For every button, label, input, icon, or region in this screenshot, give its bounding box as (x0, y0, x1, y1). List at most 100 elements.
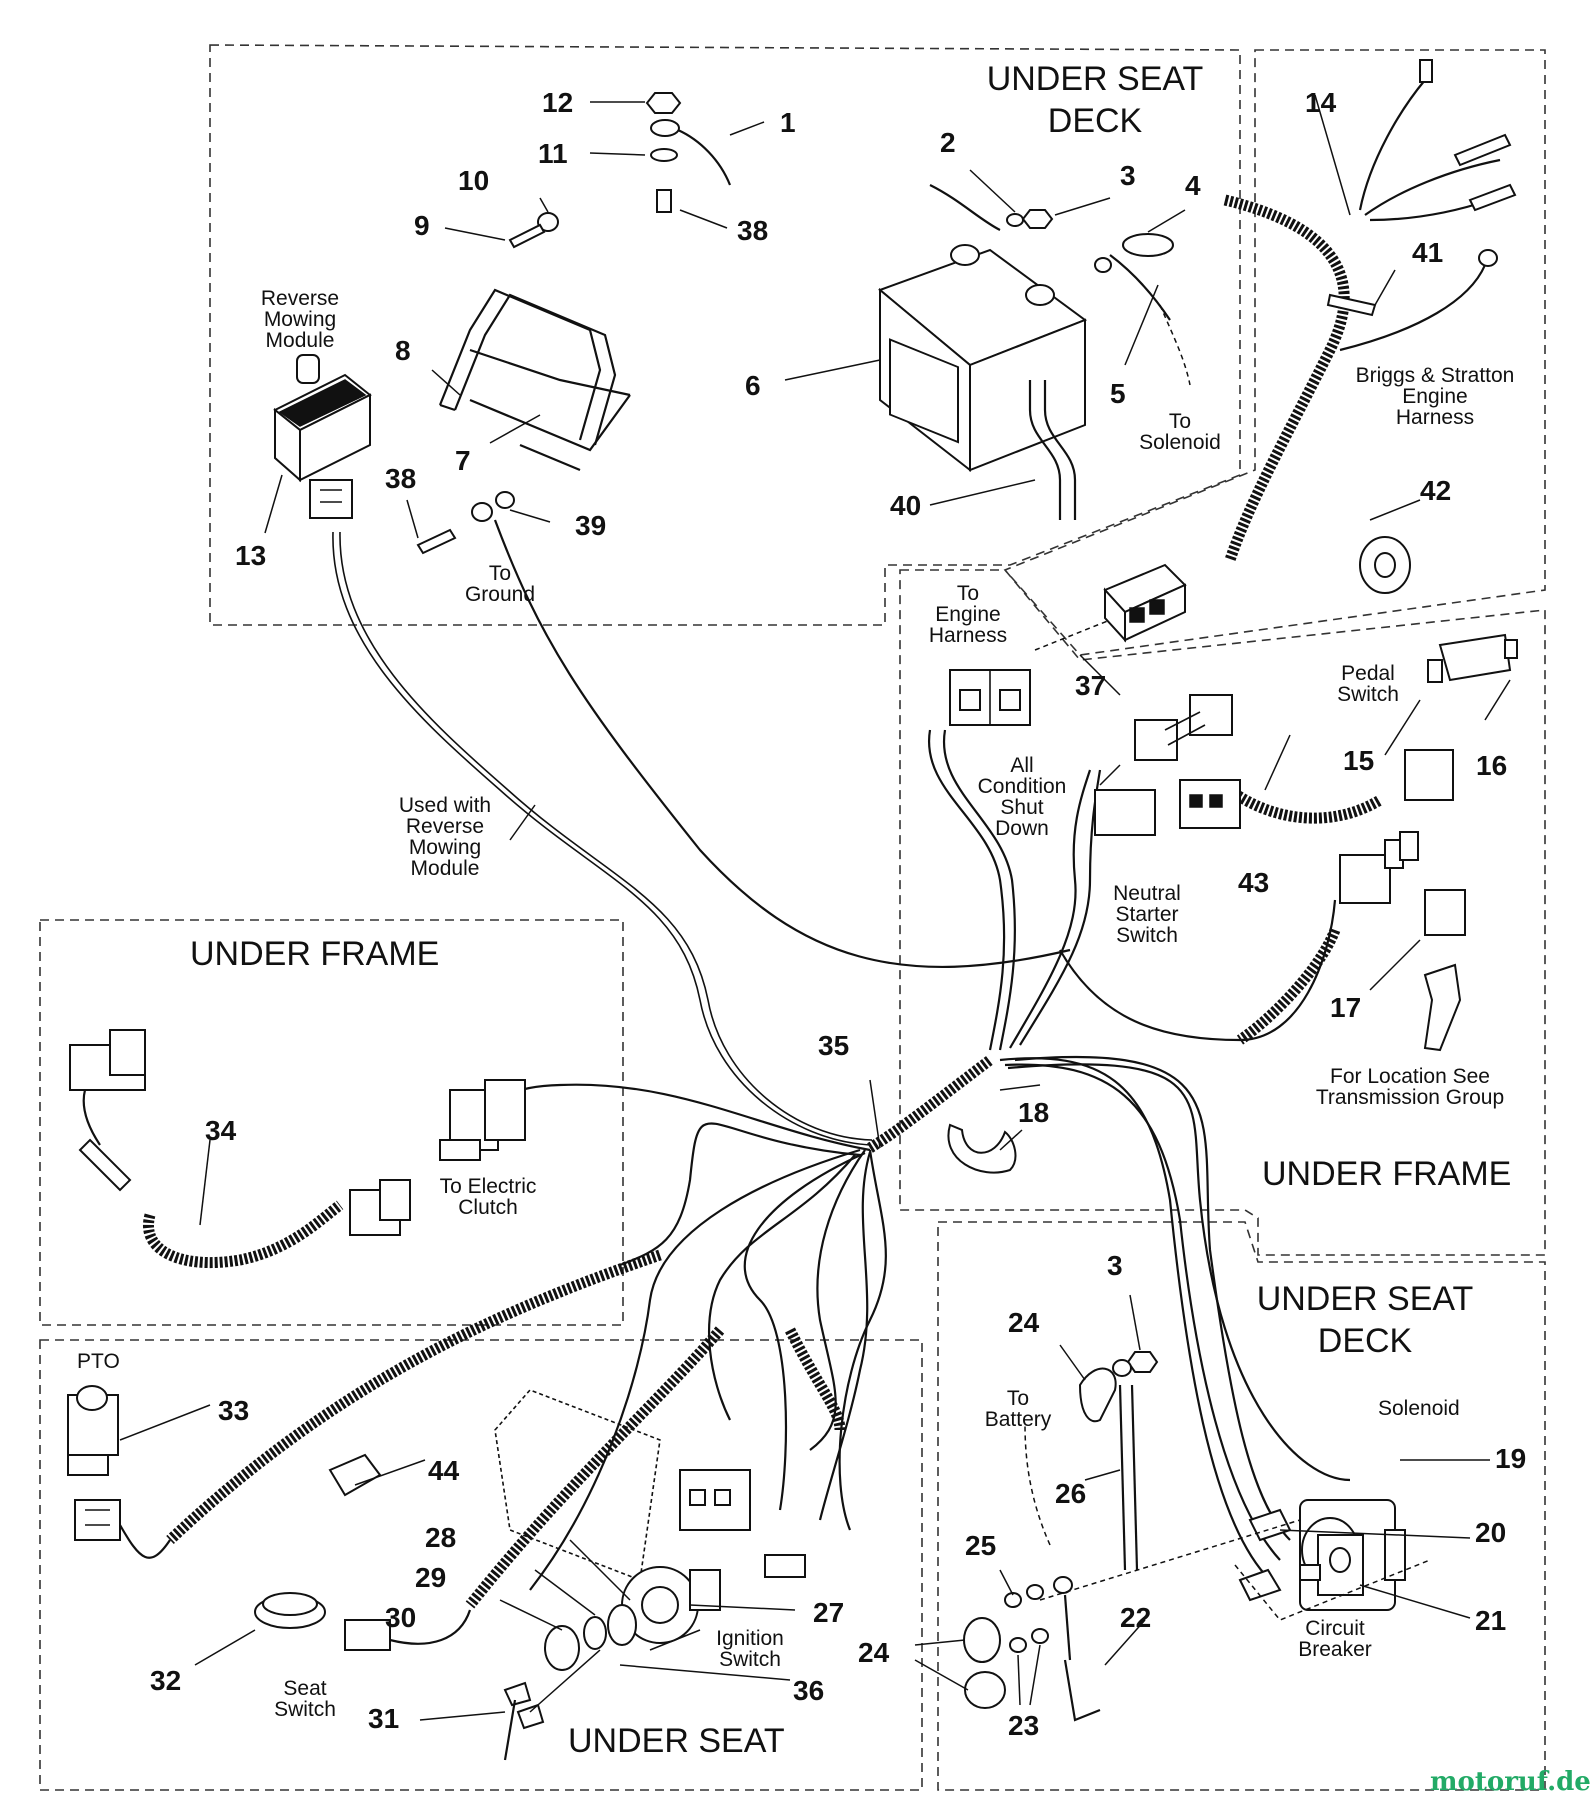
callout-34: 34 (205, 1115, 237, 1146)
label-line: Used with (399, 794, 491, 817)
label-line: To Electric (440, 1175, 537, 1198)
terminal-boot-24-top (1078, 1367, 1117, 1423)
pedal-switch-connector (1404, 633, 1518, 801)
callout-38-top: 38 (737, 215, 768, 246)
watermark: motoruf.de (1430, 1767, 1591, 1797)
callout-19: 19 (1495, 1443, 1526, 1474)
callout-4: 4 (1185, 170, 1201, 201)
callout-7: 7 (455, 445, 471, 476)
label-line: For Location See (1330, 1065, 1490, 1088)
callout-23: 23 (1008, 1710, 1039, 1741)
label-line: To (1169, 410, 1191, 433)
pto-switch-33 (67, 1385, 171, 1559)
nut-23-b (1031, 1628, 1049, 1644)
callout-35: 35 (818, 1030, 849, 1061)
hex-nut-3-bottom (1126, 1351, 1159, 1373)
label-line: Solenoid (1139, 431, 1221, 454)
callout-3-top: 3 (1120, 160, 1136, 191)
callout-14: 14 (1305, 87, 1337, 118)
callout-37: 37 (1075, 670, 1106, 701)
callout-24-top: 24 (1008, 1307, 1040, 1338)
label-line: Starter (1115, 903, 1178, 926)
zone-title-line: UNDER SEAT (1257, 1280, 1474, 1318)
bezel-30 (544, 1625, 580, 1671)
callout-13: 13 (235, 540, 266, 571)
callout-10: 10 (458, 165, 489, 196)
bolt-9 (508, 223, 546, 249)
single-connector (764, 1554, 806, 1578)
hex-nut-12 (645, 92, 682, 114)
callout-29: 29 (415, 1562, 446, 1593)
zone-title-under-seat: UNDER SEAT (568, 1722, 785, 1760)
engine-terminal-top (1419, 59, 1433, 83)
label-line: Reverse (261, 287, 339, 310)
hex-nut-3 (1021, 209, 1054, 229)
bracket-17 (1423, 889, 1466, 1052)
callout-31: 31 (368, 1703, 399, 1734)
label-line: Clutch (458, 1196, 518, 1219)
label-line: Circuit (1305, 1617, 1365, 1640)
callout-8: 8 (395, 335, 411, 366)
callout-5: 5 (1110, 378, 1126, 409)
seat-bracket-ghost (494, 1389, 661, 1582)
label-solenoid: Solenoid (1378, 1397, 1460, 1420)
label-line: Breaker (1298, 1638, 1372, 1661)
zone-under-frame-left (39, 919, 624, 1326)
zone-under-seat-deck-bottom (937, 1221, 1546, 1791)
callout-11: 11 (538, 138, 568, 169)
washer-25-b (1009, 1637, 1027, 1653)
callout-numbers: 12 1 11 10 9 38 2 3 4 5 6 40 7 8 13 38 3… (150, 87, 1526, 1741)
bolt-38-top (656, 189, 672, 213)
callout-3-bottom: 3 (1107, 1250, 1123, 1281)
terminal-boot-24-b (964, 1671, 1006, 1709)
callout-2: 2 (940, 127, 956, 158)
loom-engine-harness (1223, 194, 1350, 562)
main-harness-wires (332, 519, 1351, 1591)
label-line: Seat (283, 1677, 326, 1700)
leader-lines (119, 94, 1511, 1721)
label-line: Briggs & Stratton (1356, 364, 1515, 387)
callout-44: 44 (428, 1455, 460, 1486)
label-line: To (957, 582, 979, 605)
engine-bullet-connector-1 (1453, 133, 1512, 167)
callout-24-bottom: 24 (858, 1637, 890, 1668)
callout-9: 9 (414, 210, 430, 241)
callout-43: 43 (1238, 867, 1269, 898)
terminal-boot-24-a (963, 1617, 1001, 1663)
neutral-starter-connector (1094, 779, 1241, 836)
loom-ignition (465, 1326, 725, 1609)
callout-17: 17 (1330, 992, 1361, 1023)
callout-40: 40 (890, 490, 921, 521)
zone-title-line: DECK (1048, 102, 1143, 140)
label-line: Module (266, 329, 335, 352)
reverse-mowing-module-13 (273, 354, 372, 519)
callout-25: 25 (965, 1530, 996, 1561)
label-line: Switch (1337, 683, 1399, 706)
loom-transmission (1236, 927, 1341, 1045)
nut-28 (607, 1604, 637, 1646)
callout-18: 18 (1018, 1097, 1049, 1128)
zone-title-line: DECK (1318, 1322, 1413, 1360)
callout-42: 42 (1420, 475, 1451, 506)
battery-bracket-7-8 (438, 288, 631, 472)
label-pto: PTO (77, 1350, 120, 1373)
label-line: Condition (978, 775, 1067, 798)
callout-16: 16 (1476, 750, 1507, 781)
ring-terminal-5 (1094, 257, 1112, 273)
callout-22: 22 (1120, 1602, 1151, 1633)
ring-terminal-22 (1053, 1576, 1073, 1594)
battery-ring-terminal (1112, 1359, 1132, 1377)
label-line: Ignition (716, 1627, 784, 1650)
callout-30: 30 (385, 1602, 416, 1633)
label-line: Ground (465, 583, 535, 606)
washer-10 (537, 212, 559, 232)
